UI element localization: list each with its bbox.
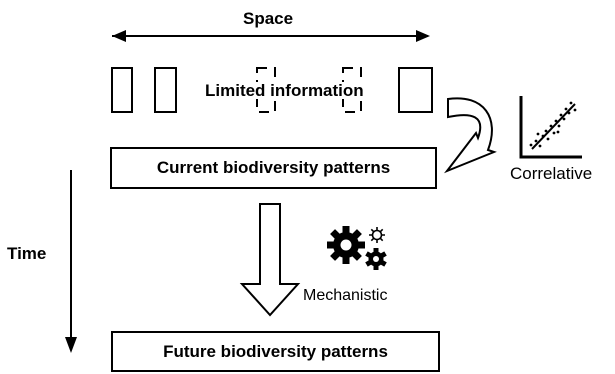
space-arrow (112, 30, 430, 42)
mechanistic-label: Mechanistic (303, 287, 388, 304)
time-label: Time (7, 244, 47, 263)
scatter-plot-icon (519, 96, 582, 159)
sample-rect (154, 67, 177, 113)
future-patterns-box: Future biodiversity patterns (111, 331, 440, 372)
sample-rect (398, 67, 433, 113)
space-label: Space (243, 9, 294, 28)
sample-rect (111, 67, 133, 113)
correlative-label: Correlative (510, 164, 593, 183)
current-patterns-box: Current biodiversity patterns (110, 147, 437, 189)
time-arrow (65, 170, 77, 353)
hollow-down-arrow-icon (239, 203, 301, 317)
curved-arrow-icon (443, 97, 497, 174)
gears-icon (327, 226, 387, 270)
limited-information-label: Limited information (202, 82, 367, 99)
